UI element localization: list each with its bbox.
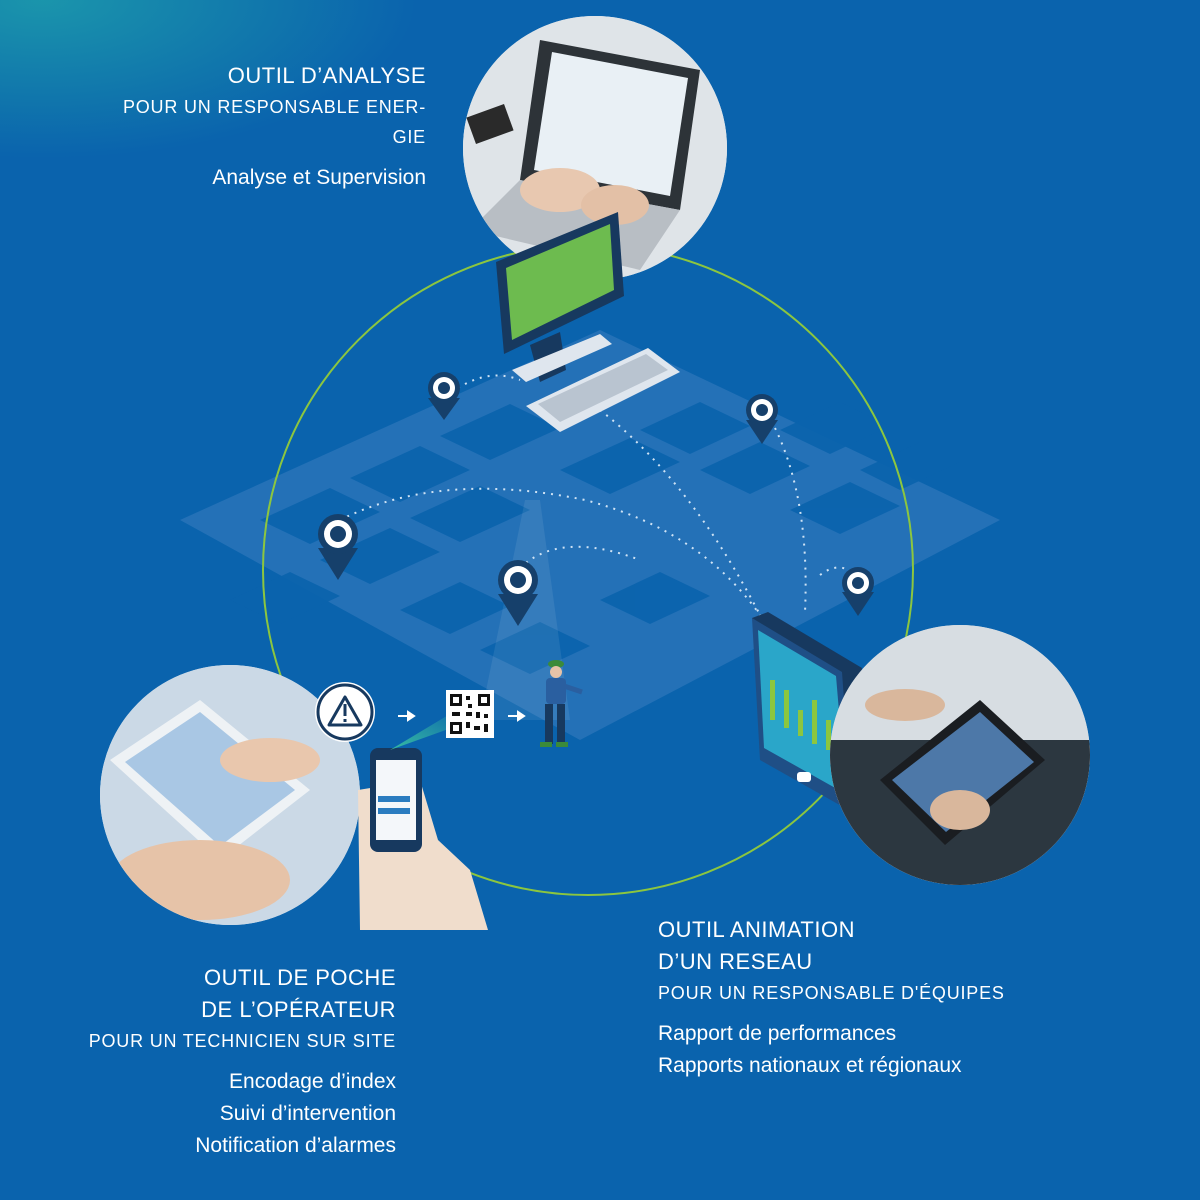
animation-text-block: OUTIL ANIMATION D’UN RESEAU POUR UN RESP… xyxy=(658,914,1178,1082)
poche-title-line1: OUTIL DE POCHE xyxy=(204,965,396,990)
desktop-computer-icon xyxy=(496,212,624,382)
map-pin-icon xyxy=(428,372,460,420)
poche-title-line2: DE L’OPÉRATEUR xyxy=(201,997,396,1022)
arrow-right-icon xyxy=(398,710,416,722)
smartphone-icon xyxy=(358,708,488,930)
keyboard-icon xyxy=(526,348,680,432)
analyse-title: OUTIL D’ANALYSE xyxy=(227,63,426,88)
smartphone-photo xyxy=(100,665,360,925)
tablet-photo xyxy=(830,625,1090,885)
poche-subtitle: POUR UN TECHNICIEN SUR SITE xyxy=(88,1031,396,1051)
corner-glow xyxy=(0,0,420,160)
map-pin-icon xyxy=(842,567,874,616)
map-pin-icon xyxy=(746,394,778,444)
poche-feature: Notification d’alarmes xyxy=(195,1134,396,1157)
analyse-feature: Analyse et Supervision xyxy=(212,166,426,189)
animation-title-line1: OUTIL ANIMATION xyxy=(658,917,855,942)
analyse-text-block: OUTIL D’ANALYSE POUR UN RESPONSABLE ENER… xyxy=(60,60,426,194)
warning-icon xyxy=(315,682,375,742)
arrow-right-icon xyxy=(508,710,526,722)
technician-figure xyxy=(540,660,583,747)
analyse-subtitle-line2: GIE xyxy=(392,127,426,147)
animation-subtitle: POUR UN RESPONSABLE D'ÉQUIPES xyxy=(658,983,1005,1003)
qr-code-icon xyxy=(446,690,494,738)
poche-text-block: OUTIL DE POCHE DE L’OPÉRATEUR POUR UN TE… xyxy=(20,962,396,1162)
poche-feature: Encodage d’index xyxy=(229,1070,396,1093)
animation-feature: Rapports nationaux et régionaux xyxy=(658,1054,962,1077)
city-blocks xyxy=(230,402,960,674)
analyse-subtitle-line1: POUR UN RESPONSABLE ENER- xyxy=(122,97,426,117)
animation-title-line2: D’UN RESEAU xyxy=(658,949,813,974)
animation-feature: Rapport de performances xyxy=(658,1022,897,1045)
poche-feature: Suivi d’intervention xyxy=(219,1102,396,1125)
connection-lines xyxy=(339,374,856,616)
map-pin-icon xyxy=(318,514,358,580)
map-pin-icon xyxy=(498,560,538,626)
